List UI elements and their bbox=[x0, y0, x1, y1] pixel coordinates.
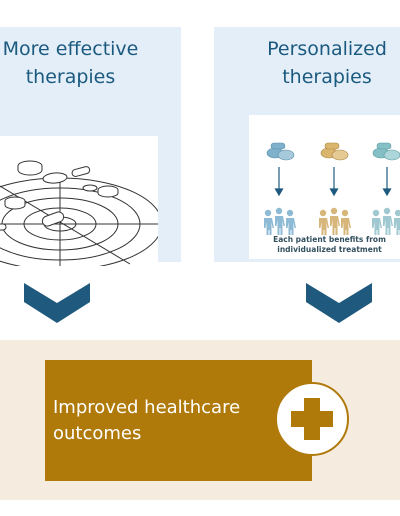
arrows bbox=[274, 167, 392, 197]
pill-group-teal bbox=[372, 142, 400, 161]
target-with-pills-image bbox=[0, 160, 163, 271]
personalized-treatment-illustration: Each patient benefits from individualize… bbox=[249, 115, 400, 259]
panel-title: Personalized therapies bbox=[267, 38, 387, 88]
outcome-box bbox=[45, 360, 312, 481]
outcome-label: Improved healthcare outcomes bbox=[53, 397, 241, 444]
target-pills-illustration bbox=[0, 136, 163, 271]
panel-personalized-therapies: Personalized therapies bbox=[214, 27, 400, 262]
plus-cross-icon bbox=[275, 382, 349, 456]
pill-group-blue bbox=[266, 142, 295, 161]
panel-title: More effective therapies bbox=[2, 38, 139, 88]
patients-blue bbox=[264, 207, 296, 241]
chevron-down-icon bbox=[24, 283, 90, 323]
pills-to-patients-image bbox=[264, 142, 400, 241]
pill-group-gold bbox=[320, 142, 349, 161]
patients-gold bbox=[319, 207, 351, 241]
patients-teal bbox=[372, 207, 400, 241]
personalized-caption: Each patient benefits from individualize… bbox=[273, 235, 386, 254]
panel-more-effective-therapies: More effective therapies bbox=[0, 27, 181, 271]
chevron-down-icon bbox=[306, 283, 372, 323]
